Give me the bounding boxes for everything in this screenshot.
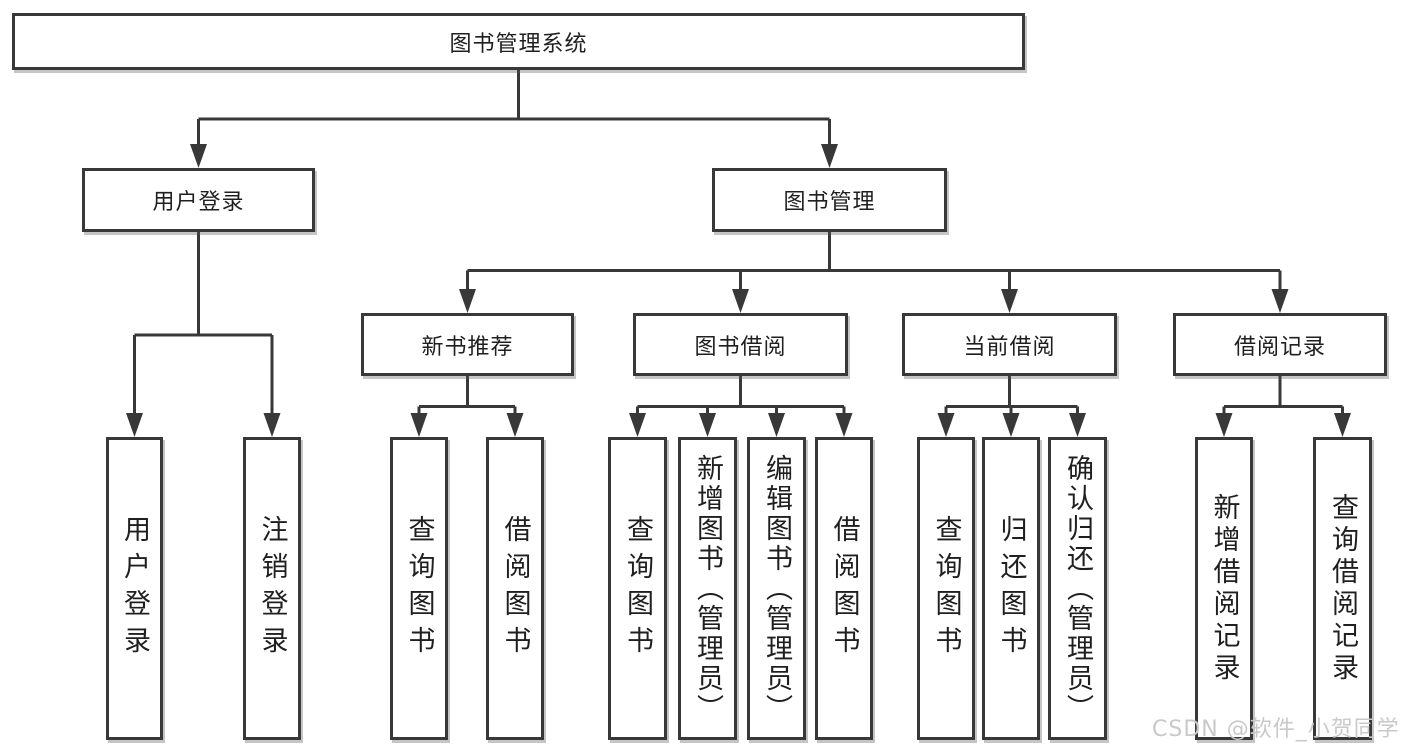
node-current-borrowing-label: 当前借阅: [963, 334, 1056, 360]
leaf-borrow-books: 借阅图书: [815, 437, 873, 740]
leaf-add-books-admin: 新增图书（管理员）: [678, 437, 737, 740]
leaf-user-login: 用户登录: [106, 437, 163, 740]
leaf-query-borrow-record: 查询借阅记录: [1313, 437, 1372, 740]
leaf-logout: 注销登录: [243, 437, 301, 740]
node-book-borrowing: 图书借阅: [633, 313, 848, 376]
leaf-add-borrow-record: 新增借阅记录: [1195, 437, 1253, 740]
leaf-borrow-books-recommend: 借阅图书: [486, 437, 544, 740]
leaf-return-books-label: 归还图书: [995, 514, 1027, 663]
leaf-query-books-current-label: 查询图书: [930, 514, 962, 663]
csdn-watermark: CSDN @软件_小贺同学: [1152, 717, 1400, 742]
node-book-management-label: 图书管理: [783, 190, 876, 215]
leaf-borrow-books-label: 借阅图书: [828, 514, 860, 663]
leaf-user-login-label: 用户登录: [119, 514, 150, 663]
leaf-borrow-books-recommend-label: 借阅图书: [499, 514, 531, 663]
leaf-query-books-recommend-label: 查询图书: [403, 514, 435, 663]
leaf-add-books-admin-label: 新增图书（管理员）: [692, 453, 723, 724]
node-borrowing-records-label: 借阅记录: [1233, 334, 1326, 360]
leaf-query-books-current: 查询图书: [917, 437, 975, 740]
leaf-return-books: 归还图书: [982, 437, 1040, 740]
leaf-confirm-return-admin-label: 确认归还（管理员）: [1062, 453, 1093, 724]
leaf-query-books-borrow-label: 查询图书: [622, 514, 653, 663]
node-current-borrowing: 当前借阅: [902, 313, 1117, 376]
leaf-edit-books-admin-label: 编辑图书（管理员）: [761, 453, 792, 724]
leaf-add-borrow-record-label: 新增借阅记录: [1208, 492, 1240, 685]
leaf-query-borrow-record-label: 查询借阅记录: [1327, 492, 1358, 685]
node-user-login-label: 用户登录: [152, 190, 245, 215]
leaf-query-books-recommend: 查询图书: [390, 437, 448, 740]
node-user-login: 用户登录: [82, 168, 315, 232]
node-borrowing-records: 借阅记录: [1173, 313, 1387, 376]
leaf-confirm-return-admin: 确认归还（管理员）: [1048, 437, 1107, 740]
node-new-book-recommend: 新书推荐: [361, 313, 574, 376]
node-book-borrowing-label: 图书借阅: [694, 334, 787, 360]
node-library-system-label: 图书管理系统: [449, 31, 588, 57]
leaf-query-books-borrow: 查询图书: [608, 437, 667, 740]
leaf-edit-books-admin: 编辑图书（管理员）: [747, 437, 806, 740]
arrowheads: [126, 144, 1351, 437]
node-library-system: 图书管理系统: [12, 13, 1025, 70]
node-book-management: 图书管理: [712, 168, 947, 232]
node-new-book-recommend-label: 新书推荐: [421, 334, 514, 360]
leaf-logout-label: 注销登录: [256, 514, 288, 663]
